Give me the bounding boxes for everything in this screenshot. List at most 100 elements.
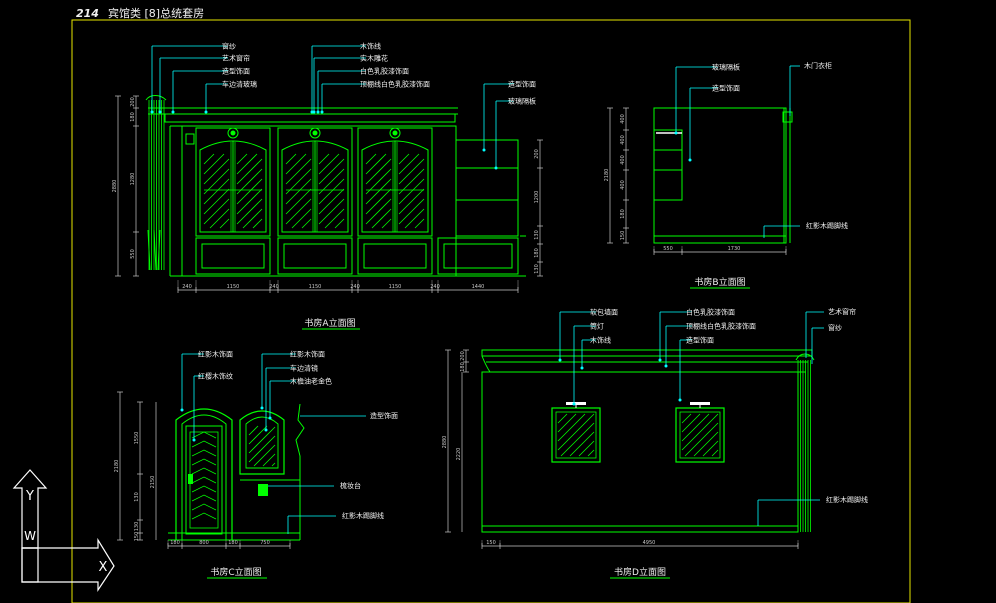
- leader-dot: [572, 402, 576, 406]
- wood-grain-chevron: [191, 476, 217, 484]
- hatch-line: [285, 178, 312, 205]
- hatch-line: [324, 208, 345, 229]
- shelf-niche: [455, 139, 519, 237]
- hatch-line: [203, 178, 230, 205]
- dim-text: 2180: [114, 460, 120, 473]
- picture-light: [690, 402, 710, 405]
- picture-inner: [555, 411, 597, 459]
- door-leaf: [185, 425, 223, 535]
- dim-text: 180: [130, 112, 136, 122]
- hatch-line: [557, 413, 595, 451]
- material-label: 实木雕花: [360, 54, 388, 63]
- caption-d: 书房D立面图: [614, 566, 666, 578]
- dim-text: 400: [620, 155, 626, 165]
- carved-rosette: [227, 127, 239, 139]
- hatch-line: [398, 188, 425, 215]
- hatch-line: [365, 158, 392, 185]
- leader-dot: [678, 398, 682, 402]
- material-label: 梳妆台: [340, 481, 361, 490]
- dim-text: 180: [534, 248, 540, 258]
- dim-text: 1200: [534, 191, 540, 204]
- leader-dot: [494, 166, 498, 170]
- dim-text: 240: [350, 284, 360, 290]
- glass-hatch: [365, 153, 392, 229]
- dim-text: 180: [620, 209, 626, 219]
- hatch-line: [285, 168, 312, 195]
- hatch-line: [711, 449, 719, 457]
- ucs-x-label: X: [99, 560, 108, 575]
- wood-grain-chevron: [191, 440, 217, 448]
- hatch-line: [398, 153, 410, 165]
- leader-dot: [180, 408, 184, 412]
- caption-a: 书房A立面图: [304, 317, 355, 329]
- hatch-line: [365, 188, 392, 215]
- drawing-title: 宾馆类 [8]总统套房: [108, 6, 204, 20]
- picture-hatch: [681, 413, 719, 457]
- hatch-line: [398, 168, 425, 195]
- cornice-profile: [164, 114, 456, 123]
- material-label: 红影木饰面: [290, 350, 325, 359]
- hatch-line: [318, 188, 345, 215]
- dim-text: 550: [663, 246, 673, 252]
- drawing-frame: [71, 19, 911, 603]
- hatch-line: [203, 158, 230, 185]
- dim-text: 2880: [112, 180, 118, 193]
- ucs-icon: Y W X: [12, 469, 115, 592]
- dim-text: 1150: [309, 284, 322, 290]
- hatch-line: [398, 158, 425, 185]
- hatch-line: [681, 413, 719, 451]
- material-label: 顶棚线白色乳胶漆饰面: [360, 80, 430, 89]
- dim-text: 400: [620, 114, 626, 124]
- dim-text: 1280: [130, 173, 136, 186]
- dim-text: 200: [460, 351, 466, 361]
- dim-text: 400: [620, 180, 626, 190]
- material-label: 木门衣柜: [804, 61, 832, 70]
- material-label: 艺术窗帘: [828, 307, 856, 316]
- hatch-line: [203, 198, 230, 225]
- wood-grain-chevron: [191, 431, 217, 439]
- hatch-line: [248, 425, 259, 436]
- hatch-line: [252, 218, 263, 229]
- hatch-line: [569, 431, 595, 457]
- hatch-line: [398, 198, 425, 225]
- dim-text: 2180: [604, 169, 610, 182]
- carved-rosette: [309, 127, 321, 139]
- dim-text: 1440: [472, 284, 485, 290]
- hatch-line: [681, 413, 710, 442]
- lower-panel-frame: [277, 237, 353, 275]
- wood-grain-chevron: [191, 449, 217, 457]
- leader-dot: [482, 148, 486, 152]
- dim-text: 1150: [389, 284, 402, 290]
- arched-mirror-frame: [239, 410, 285, 475]
- leader-dot: [320, 110, 324, 114]
- ucs-y-label: Y: [25, 489, 34, 504]
- glass-hatch: [318, 153, 345, 229]
- lower-panel-frame: [357, 237, 433, 275]
- hatch-line: [587, 449, 595, 457]
- wood-grain-chevron: [191, 494, 217, 502]
- hatch-line: [236, 153, 248, 165]
- hatch-line: [236, 158, 263, 185]
- dim-text: 130: [134, 492, 140, 502]
- hatch-line: [365, 198, 392, 225]
- hatch-line: [681, 413, 701, 433]
- hatch-line: [414, 218, 425, 229]
- hatch-line: [236, 198, 263, 225]
- arched-door: [281, 140, 349, 233]
- hatch-line: [248, 435, 276, 463]
- hatch-line: [285, 158, 312, 185]
- hatch-line: [236, 168, 263, 195]
- arched-door: [361, 140, 429, 233]
- wood-grain-chevron: [191, 458, 217, 466]
- material-label: 窗纱: [222, 42, 236, 51]
- hatch-line: [203, 168, 230, 195]
- hatch-line: [285, 153, 297, 165]
- lower-panel-inset: [283, 243, 347, 269]
- dim-text: 240: [430, 284, 440, 290]
